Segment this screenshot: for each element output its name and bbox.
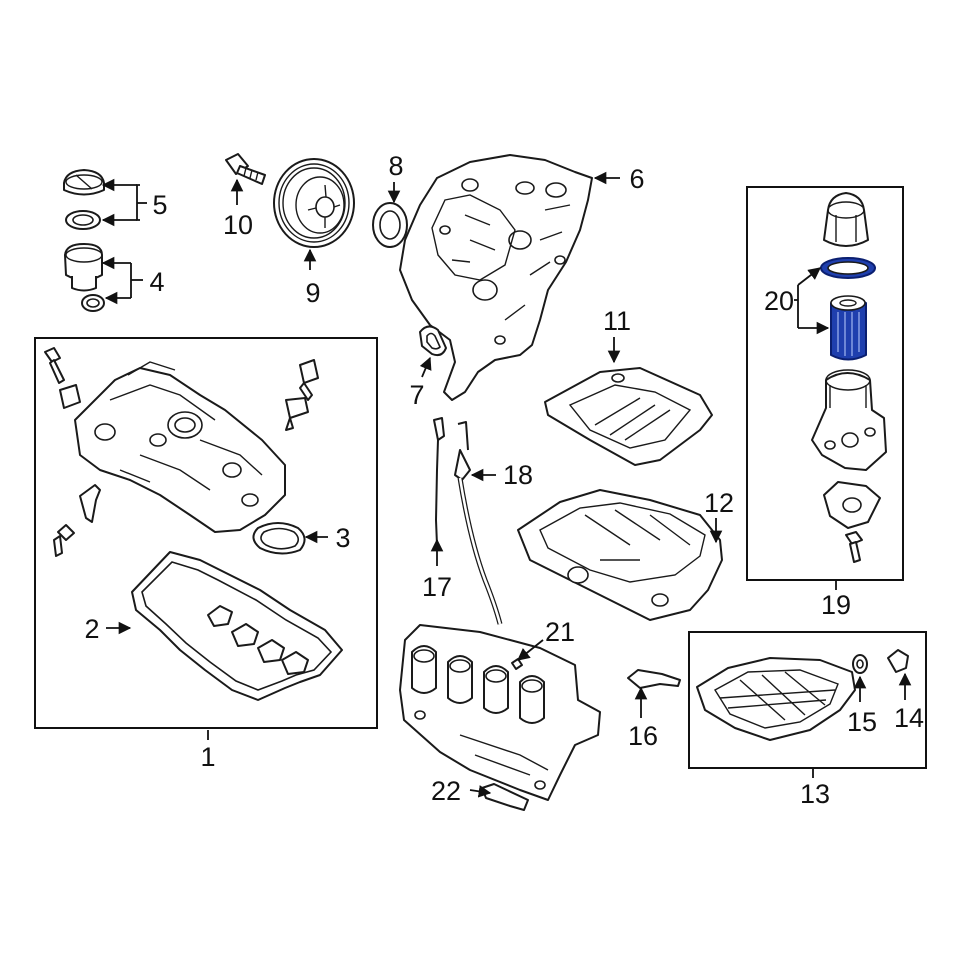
timing-chain-cover[interactable] — [399, 154, 593, 401]
callout-4: 4 — [149, 267, 164, 297]
callout-3: 3 — [335, 523, 350, 553]
oil-pan-lower[interactable] — [696, 657, 856, 741]
callout-2: 2 — [84, 614, 99, 644]
callout-17: 17 — [422, 572, 452, 602]
callout-18: 18 — [503, 460, 533, 490]
callout-14: 14 — [894, 703, 924, 733]
group-frame-oil-filter — [746, 186, 904, 581]
leader-lines — [101, 171, 912, 798]
intake-manifold[interactable] — [399, 624, 601, 801]
callout-20: 20 — [764, 286, 794, 316]
callout-22: 22 — [431, 776, 461, 806]
dipstick-tube[interactable] — [454, 421, 503, 625]
dipstick-bracket[interactable] — [627, 669, 681, 689]
valve-cover-bolt-2[interactable] — [53, 524, 75, 557]
oil-filter-element[interactable] — [830, 295, 867, 361]
oil-pan-baffle[interactable] — [544, 367, 713, 466]
callout-15: 15 — [847, 707, 877, 737]
callout-21: 21 — [545, 617, 575, 647]
callout-1: 1 — [200, 742, 215, 772]
group-frame-oil-pan-lower — [688, 631, 927, 769]
intake-manifold-bolt[interactable] — [511, 658, 523, 670]
callout-10: 10 — [223, 210, 253, 240]
callout-12: 12 — [704, 488, 734, 518]
valve-cover[interactable] — [74, 361, 286, 533]
oil-drain-plug[interactable] — [887, 649, 909, 673]
oil-dipstick[interactable] — [433, 417, 445, 546]
callout-labels: 5 4 10 9 8 6 7 11 12 18 17 3 2 1 21 22 1… — [84, 151, 924, 809]
callout-8: 8 — [388, 151, 403, 181]
crank-pulley-bolt[interactable] — [225, 153, 266, 185]
valve-cover-sensor[interactable] — [285, 359, 319, 431]
oil-filter-housing[interactable] — [811, 369, 887, 471]
crankshaft-pulley[interactable] — [273, 158, 355, 248]
oil-filter-cap[interactable] — [823, 192, 869, 247]
oil-filler-cap[interactable] — [63, 169, 105, 196]
callout-11: 11 — [603, 306, 631, 336]
valve-cover-bracket[interactable] — [79, 484, 101, 523]
callout-13: 13 — [800, 779, 830, 809]
callout-5: 5 — [152, 190, 167, 220]
oil-filler-neck[interactable] — [64, 243, 103, 292]
group-frame-valve-cover — [34, 337, 378, 729]
filler-neck-o-ring[interactable] — [81, 294, 105, 312]
intake-manifold-gasket[interactable] — [481, 783, 529, 811]
timing-cover-gasket[interactable] — [419, 325, 447, 357]
callout-19: 19 — [821, 590, 851, 620]
oil-pan-upper[interactable] — [517, 489, 723, 621]
valve-cover-bolt-1[interactable] — [44, 347, 65, 384]
oil-filter-housing-bolt[interactable] — [845, 531, 863, 563]
filler-cap-seal[interactable] — [65, 210, 101, 230]
valve-cover-gasket[interactable] — [131, 551, 343, 701]
valve-cover-clip[interactable] — [59, 384, 81, 409]
spark-plug-tube-seal[interactable] — [252, 522, 306, 555]
front-crankshaft-seal[interactable] — [372, 202, 408, 248]
callout-7: 7 — [409, 380, 424, 410]
callout-6: 6 — [629, 164, 644, 194]
callout-16: 16 — [628, 721, 658, 751]
oil-filter-housing-gasket[interactable] — [823, 481, 881, 529]
oil-filter-o-ring[interactable] — [820, 257, 876, 279]
drain-plug-gasket[interactable] — [852, 654, 868, 674]
callout-9: 9 — [305, 278, 320, 308]
